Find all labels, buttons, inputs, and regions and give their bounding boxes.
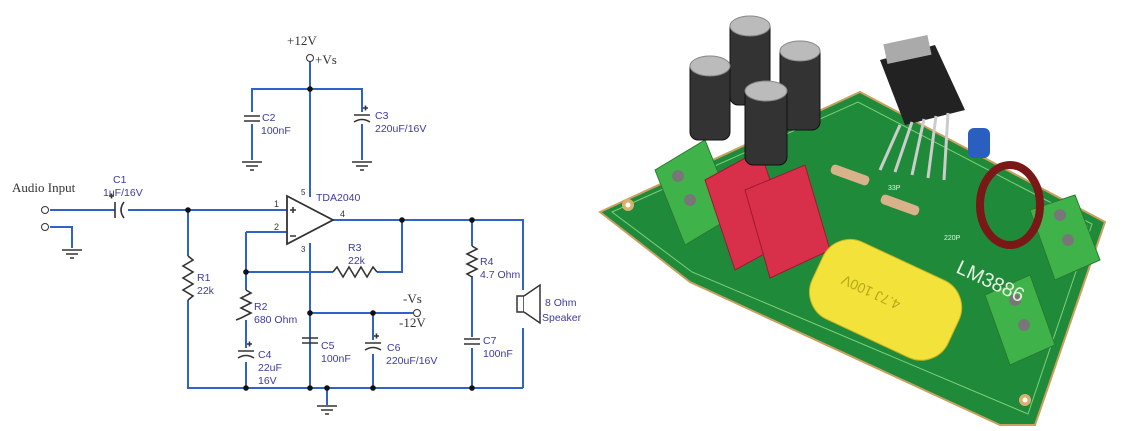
vs-pos-label: +Vs	[315, 52, 337, 67]
c4-ref: C4	[258, 349, 272, 361]
svg-text:220P: 220P	[944, 235, 961, 242]
r4-ref: R4	[480, 256, 494, 268]
r4-value: 4.7 Ohm	[480, 269, 521, 281]
ic-name: TDA2040	[316, 192, 361, 204]
resistors	[181, 245, 479, 321]
r3-value: 22k	[348, 255, 366, 267]
pin-4: 4	[340, 209, 345, 219]
speaker-label: Speaker	[542, 312, 582, 324]
r2-value: 680 Ohm	[254, 314, 297, 326]
pin-5: 5	[301, 188, 306, 197]
opamp-input-signs	[290, 207, 296, 237]
c6-value: 220uF/16V	[386, 355, 437, 367]
input-terminal	[41, 206, 49, 214]
c7-value: 100nF	[483, 348, 513, 360]
c4-voltage: 16V	[258, 375, 277, 387]
c4-value: 22uF	[258, 362, 282, 374]
pin-1: 1	[274, 199, 279, 209]
wires	[50, 62, 524, 405]
c1-value: 1uF/16V	[103, 187, 143, 199]
c2-value: 100nF	[261, 125, 291, 137]
c7-ref: C7	[483, 335, 497, 347]
c3-value: 220uF/16V	[375, 123, 426, 135]
pin-3: 3	[301, 245, 306, 254]
amplifier-board-photo: 4.7J 100V LM3886 33P 220P	[598, 15, 1107, 426]
supply-pos-label: +12V	[287, 33, 317, 48]
c2-ref: C2	[262, 112, 276, 124]
r2-ref: R2	[254, 301, 268, 313]
capacitors	[114, 114, 480, 359]
r3-ref: R3	[348, 242, 362, 254]
supply-neg-label: -12V	[399, 315, 426, 330]
c3-ref: C3	[375, 110, 389, 122]
svg-text:33P: 33P	[888, 185, 901, 192]
speaker-symbol	[516, 283, 541, 325]
vs-neg-label: -Vs	[403, 291, 422, 306]
speaker-impedance: 8 Ohm	[545, 297, 577, 309]
c5-value: 100nF	[321, 353, 351, 365]
ground-symbols	[62, 161, 372, 415]
r1-ref: R1	[197, 272, 211, 284]
c5-ref: C5	[321, 340, 335, 352]
c6-ref: C6	[387, 342, 401, 354]
vs-pos-terminal	[306, 54, 314, 62]
c1-ref: C1	[113, 174, 127, 186]
input-ground-terminal	[41, 223, 49, 231]
tda2040-amplifier	[286, 194, 335, 246]
junctions	[185, 86, 475, 391]
audio-input-label: Audio Input	[12, 180, 76, 195]
pin-2: 2	[274, 222, 279, 232]
vs-neg-terminal	[413, 309, 421, 317]
polarity-marks	[109, 105, 379, 347]
r1-value: 22k	[197, 285, 215, 297]
